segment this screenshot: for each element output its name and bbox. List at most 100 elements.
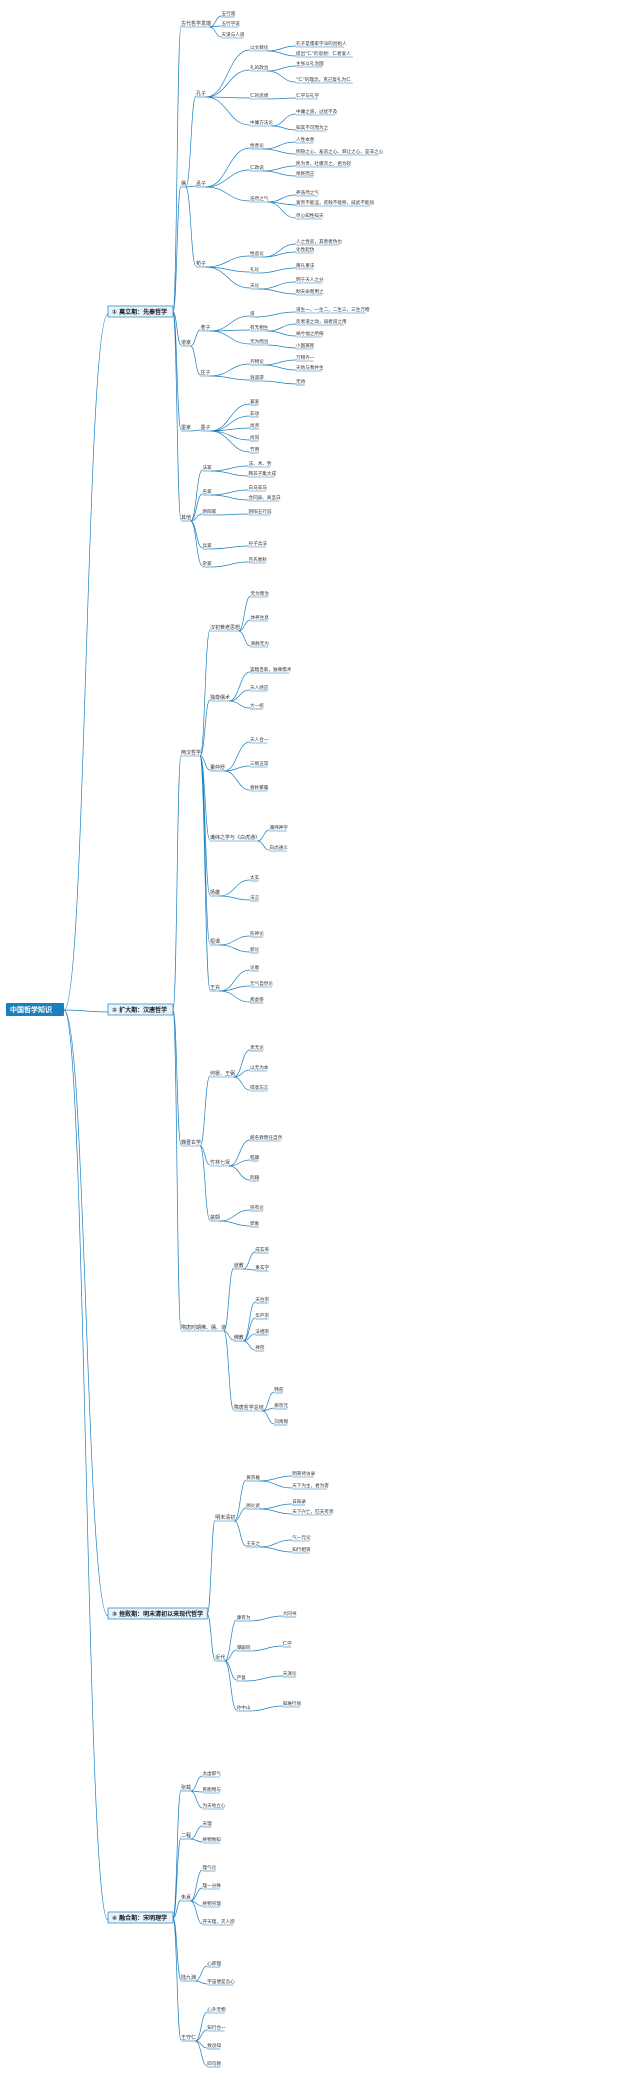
detail-label: 富贵不能淫，贫贱不能移，威武不能屈 [296, 199, 375, 206]
item-label: 得意忘言 [250, 1084, 269, 1091]
detail-connector [258, 288, 297, 295]
item-connector [209, 427, 251, 432]
subgroup-label: 孔子 [196, 90, 206, 97]
item-label: 仁政说 [250, 164, 264, 171]
detail-connector [259, 1508, 293, 1515]
item-connector [219, 969, 251, 992]
detail-label: 小国寡民 [296, 342, 315, 349]
item-connector [243, 1268, 256, 1271]
item-connector [242, 1301, 256, 1342]
item-connector [233, 1076, 251, 1091]
subgroup-label: 谶纬之学与《白虎通》 [210, 834, 260, 841]
subgroup-connector [199, 755, 211, 945]
subgroup-connector [190, 329, 201, 347]
item-connector [195, 2040, 208, 2067]
item-connector [195, 2029, 208, 2042]
detail-connector [267, 344, 297, 349]
group-connector [172, 1899, 182, 1919]
group-connector [172, 25, 182, 313]
item-label: 疾虚妄 [250, 996, 264, 1003]
detail-label: 祸兮福之所倚 [296, 330, 324, 337]
detail-connector [259, 1480, 293, 1489]
subgroup-label: 王充 [210, 984, 220, 991]
detail-connector [263, 380, 297, 385]
item-connector [243, 1251, 256, 1270]
item-label: 以文教化 [250, 44, 269, 51]
item-connector [190, 1900, 203, 1907]
item-connector [190, 520, 203, 567]
detail-connector [263, 364, 297, 371]
item-label: 大一统 [250, 702, 264, 709]
group-label: 古代哲学发端 [181, 20, 211, 27]
item-label: 非攻 [250, 410, 260, 417]
subgroup-label: 墨子 [201, 424, 211, 431]
section-label: ② 扩大期：汉唐哲学 [112, 1006, 167, 1014]
item-label: 知行合一 [207, 2024, 226, 2031]
item-connector [228, 671, 251, 702]
detail-label: 知其不可而为之 [296, 124, 329, 131]
item-label: 礼的政治 [250, 64, 269, 71]
subgroup-label: 汉初黄老思想 [210, 624, 240, 631]
detail-label: 民为贵，社稷次之，君为轻 [296, 160, 352, 167]
item-connector [195, 1965, 208, 1982]
item-label: 理气论 [203, 1864, 217, 1871]
group-label: 张载 [181, 1784, 191, 1791]
subgroup-connector [199, 755, 211, 771]
item-label: 嵇康 [250, 1154, 260, 1161]
group-connector [172, 1917, 182, 1981]
item-label: 尚贤 [250, 422, 260, 429]
group-label: 王守仁 [181, 2034, 196, 2041]
group-label: 隋唐时期佛、儒、道 [181, 1324, 226, 1331]
item-label: 越名教而任自然 [250, 1134, 283, 1141]
item-connector [238, 619, 251, 632]
section-box [107, 305, 174, 318]
item-connector [209, 430, 251, 453]
subgroup-connector [199, 629, 211, 757]
detail-label: 仁学 [283, 1640, 293, 1647]
item-label: 天台宗 [255, 1296, 269, 1303]
item-label: 名家 [203, 488, 213, 495]
subgroup-label: 裴頠 [210, 1214, 220, 1221]
item-connector [219, 935, 251, 946]
detail-label: 气一元论 [292, 1534, 311, 1541]
item-connector [243, 1333, 256, 1342]
item-label: 白虎通义 [270, 844, 289, 851]
item-label: 理一分殊 [203, 1882, 222, 1889]
item-label: 性善论 [250, 142, 264, 149]
detail-label: 大同书 [283, 1610, 297, 1617]
item-connector [219, 1220, 251, 1227]
item-connector [205, 49, 251, 98]
item-label: 民胞物与 [203, 1786, 222, 1793]
item-connector [262, 1391, 275, 1412]
item-label: 形神论 [250, 930, 264, 937]
item-connector [195, 2011, 208, 2042]
item-label: 天道与人道 [222, 31, 245, 38]
detail-label: 吕氏春秋 [249, 556, 268, 563]
subgroup-connector [223, 1330, 234, 1341]
item-connector [224, 765, 251, 772]
detail-connector [263, 141, 297, 150]
detail-label: 阴阳五行说 [249, 508, 272, 515]
item-label: 禅宗 [255, 1344, 265, 1351]
detail-label: 无待 [296, 378, 306, 385]
item-connector [257, 829, 270, 842]
group-connector [206, 1613, 216, 1661]
detail-connector [249, 1615, 283, 1622]
item-connector [205, 96, 251, 126]
group-label: 道家 [181, 339, 191, 346]
item-connector [228, 1159, 251, 1167]
item-connector [238, 595, 251, 632]
item-connector [224, 1660, 238, 1711]
detail-connector [267, 50, 297, 57]
detail-connector [263, 251, 297, 258]
section-label: ③ 挫败期：明末清初以来现代哲学 [112, 1610, 203, 1618]
item-label: 华严宗 [255, 1312, 269, 1319]
detail-connector [267, 194, 297, 203]
item-connector [190, 469, 203, 522]
item-label: 重玄学 [255, 1264, 269, 1271]
detail-connector [259, 1539, 293, 1548]
item-label: 以无为本 [250, 1064, 269, 1071]
item-label: 太虚即气 [203, 1770, 222, 1777]
subgroup-label: 独尊儒术 [210, 694, 230, 701]
